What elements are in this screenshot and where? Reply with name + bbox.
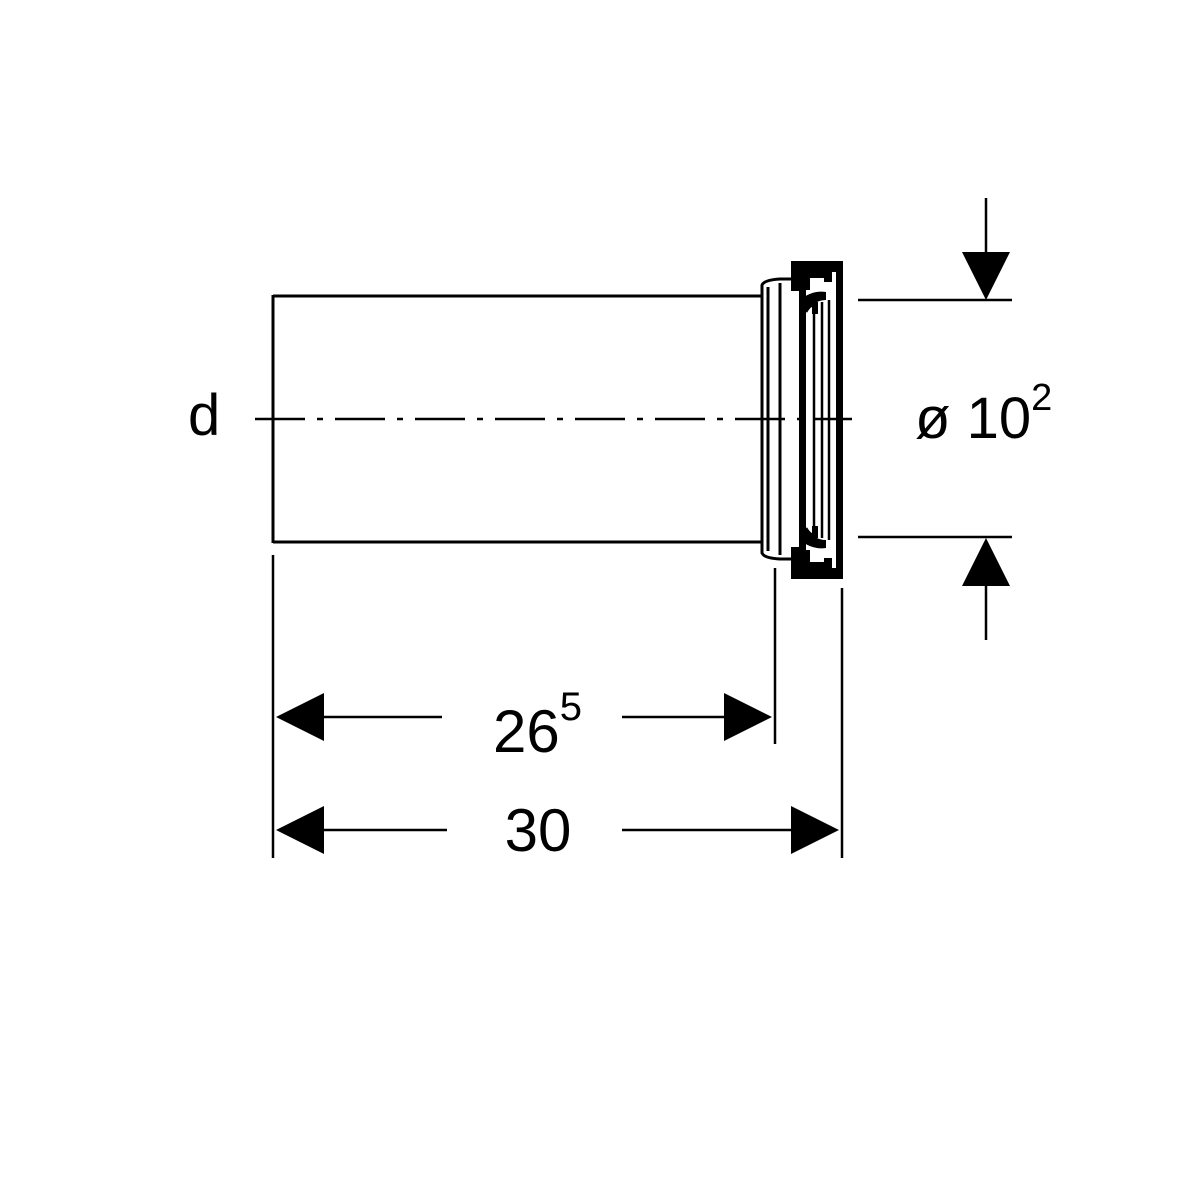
arrow-right-icon: [791, 806, 839, 854]
inner-length-dimension: 265: [276, 685, 772, 765]
length-extension-lines: [271, 555, 844, 858]
diameter-value: ø 102: [915, 377, 1052, 451]
diameter-label: d: [188, 383, 220, 448]
arrow-right-icon: [724, 693, 772, 741]
arrow-left-icon: [276, 806, 324, 854]
arrow-up-icon: [962, 538, 1010, 586]
total-length-value: 30: [505, 797, 572, 864]
diameter-dimension: ø 102: [858, 198, 1052, 640]
arrow-left-icon: [276, 693, 324, 741]
inner-length-value: 265: [493, 685, 582, 765]
total-length-dimension: 30: [276, 797, 839, 864]
seal-housing: [791, 261, 843, 579]
arrow-down-icon: [962, 252, 1010, 300]
